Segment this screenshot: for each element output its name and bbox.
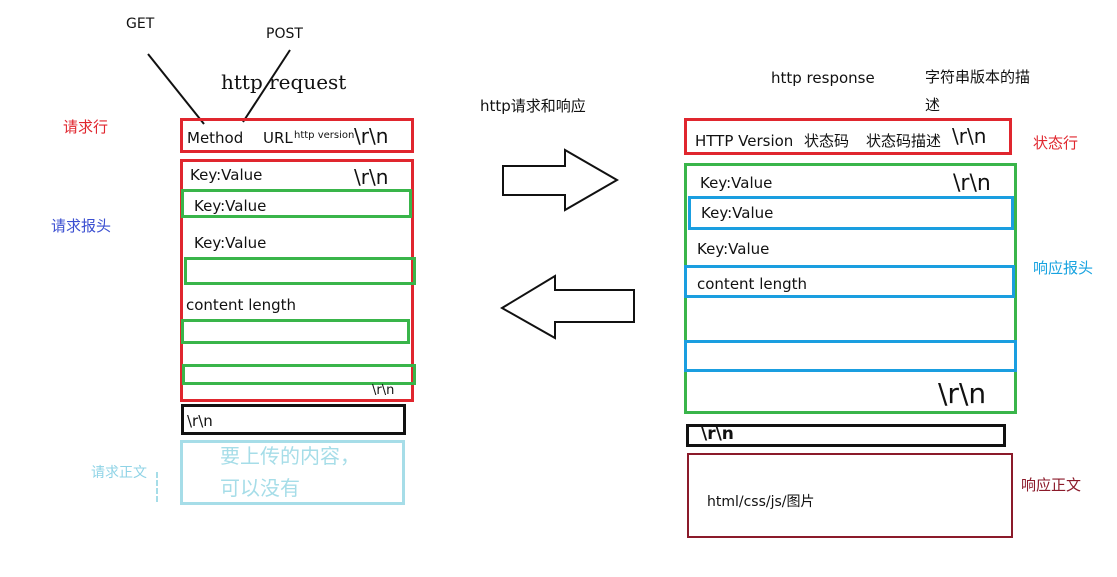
- response-body-label: 响应正文: [1021, 476, 1082, 494]
- request-header-3-box: [184, 257, 416, 285]
- get-label: GET: [126, 16, 155, 32]
- request-line-method: Method: [187, 129, 244, 147]
- request-title: http request: [221, 70, 347, 94]
- request-header-1-crlf: \r\n: [354, 165, 389, 189]
- request-line-url: URL: [263, 129, 293, 147]
- request-body-bracket: [156, 472, 166, 502]
- request-blank-line-box: [181, 404, 406, 435]
- response-status-label: 状态行: [1033, 134, 1079, 152]
- response-title: http response: [771, 69, 875, 87]
- request-headers-end-crlf: \r\n: [372, 383, 395, 398]
- response-blank-line: \r\n: [701, 424, 734, 444]
- post-label: POST: [266, 26, 303, 42]
- response-header-empty-box: [684, 340, 1017, 372]
- request-header-1: Key:Value: [190, 166, 263, 184]
- response-header-2: Key:Value: [701, 204, 774, 222]
- response-header-3: Key:Value: [697, 240, 770, 258]
- response-header-2-box: [688, 196, 1014, 230]
- request-line-version: http version: [294, 130, 355, 141]
- request-line-box: [180, 118, 414, 153]
- left-arrow: [500, 274, 635, 340]
- response-status-code: 状态码: [804, 132, 850, 150]
- response-header-4: content length: [697, 275, 808, 293]
- response-headers-end-crlf: \r\n: [938, 377, 987, 410]
- request-header-2-box: [181, 189, 412, 218]
- response-status-version: HTTP Version: [695, 132, 794, 150]
- request-header-4-box: [181, 319, 410, 344]
- request-header-2: Key:Value: [194, 197, 267, 215]
- response-status-desc: 状态码描述: [866, 132, 942, 150]
- request-body-box: [180, 440, 405, 505]
- response-header-4-box: [684, 265, 1015, 298]
- response-note: 字符串版本的描: [925, 68, 1031, 86]
- request-line-crlf: \r\n: [354, 124, 389, 148]
- center-title: http请求和响应: [480, 97, 586, 115]
- response-status-box: [684, 118, 1012, 155]
- response-note-2: 述: [925, 96, 941, 114]
- request-blank-line: \r\n: [187, 412, 213, 430]
- response-blank-line-box: [686, 424, 1006, 447]
- request-headers-label: 请求报头: [51, 217, 112, 235]
- right-arrow: [502, 148, 620, 212]
- request-header-empty-box: [182, 364, 416, 385]
- response-header-1: Key:Value: [700, 174, 773, 192]
- request-body-text-1: 要上传的内容，: [220, 444, 360, 468]
- response-header-1-crlf: \r\n: [953, 171, 991, 196]
- response-body-box: [687, 453, 1013, 538]
- response-body-text: html/css/js/图片: [707, 494, 815, 510]
- request-body-label: 请求正文: [91, 465, 147, 481]
- response-status-crlf: \r\n: [952, 124, 987, 148]
- post-pointer-line: [242, 49, 291, 123]
- request-body-text-2: 可以没有: [220, 476, 300, 500]
- request-header-3: Key:Value: [194, 234, 267, 252]
- get-pointer-line: [147, 53, 205, 125]
- request-line-label: 请求行: [63, 118, 109, 136]
- request-headers-box: [180, 159, 414, 402]
- request-header-4: content length: [186, 296, 297, 314]
- response-headers-label: 响应报头: [1033, 259, 1094, 277]
